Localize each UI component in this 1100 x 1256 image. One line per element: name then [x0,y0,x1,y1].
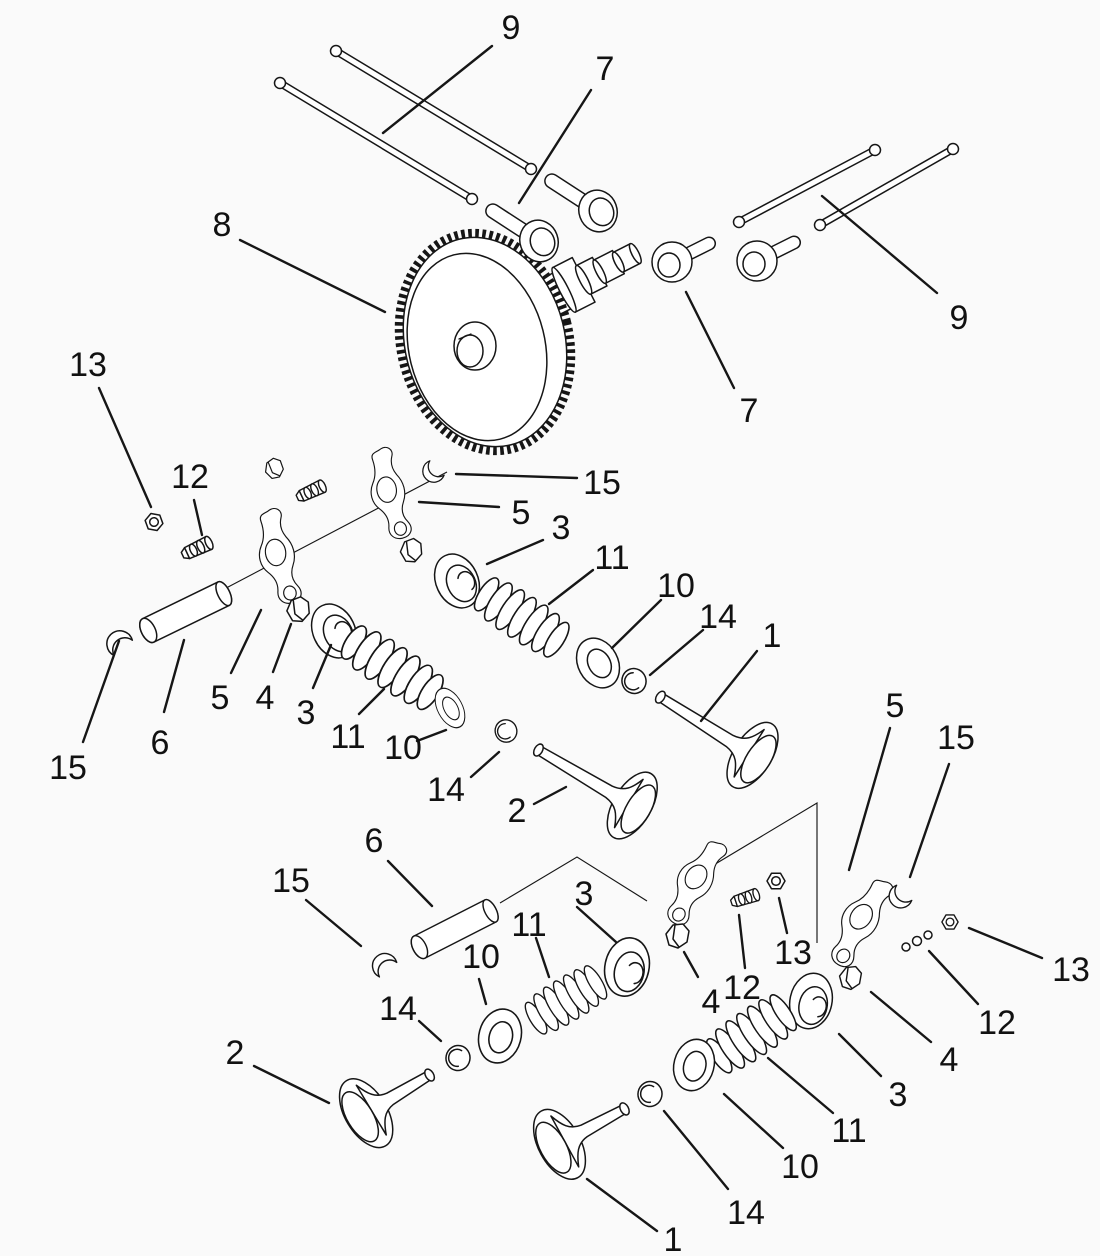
callout-leader-3 [311,643,333,690]
camshaft-gear [394,228,576,456]
callout-leader-15 [81,639,121,744]
callout-leader-3 [837,1032,883,1078]
callout-label-3: 3 [297,694,316,732]
callout-leader-4 [271,622,293,674]
callout-label-15: 15 [49,749,87,787]
callout-leader-12 [737,913,747,970]
callout-label-6: 6 [151,724,170,762]
callout-label-10: 10 [462,938,500,976]
callout-label-11: 11 [831,1112,866,1150]
callout-leader-6 [386,859,434,908]
camshaft [538,242,642,317]
callout-label-3: 3 [552,509,571,547]
callout-label-10: 10 [657,567,695,605]
callout-leader-14 [469,750,501,779]
callout-leader-5 [847,726,892,872]
callout-leader-10 [722,1092,785,1150]
push-rod [273,76,479,206]
callout-leader-4 [869,990,933,1044]
callout-leader-11 [766,1056,835,1115]
callout-leader-6 [162,638,186,714]
callout-leader-1 [699,649,759,723]
callout-leader-8 [238,238,387,314]
callout-label-12: 12 [978,1004,1016,1042]
callout-leader-13 [967,926,1044,960]
callout-label-9: 9 [502,9,521,47]
callout-label-13: 13 [1052,951,1090,989]
jam-nut [941,914,959,930]
callout-leader-15 [908,762,951,879]
callout-label-5: 5 [886,687,905,725]
callout-leader-2 [532,785,568,806]
callout-label-1: 1 [664,1221,683,1256]
callout-label-7: 7 [740,392,759,430]
callout-leader-4 [682,950,700,979]
callout-leader-7 [684,290,736,390]
callout-leader-11 [534,936,551,979]
callout-label-10: 10 [384,729,422,767]
callout-leader-5 [229,608,263,675]
callout-label-6: 6 [365,822,384,860]
callout-leader-10 [610,598,663,650]
callout-label-3: 3 [575,875,594,913]
callout-leader-13 [777,896,789,935]
callout-label-13: 13 [774,934,812,972]
callout-label-3: 3 [889,1076,908,1114]
push-rod [732,143,882,229]
callout-leader-15 [454,472,579,480]
callout-leader-15 [304,898,363,948]
callout-label-9: 9 [950,299,969,337]
callout-leader-7 [517,88,593,205]
callout-leader-5 [417,500,501,509]
pivot-balls [901,930,933,952]
callout-label-14: 14 [427,771,465,809]
push-rod [329,44,538,176]
callout-label-14: 14 [727,1194,765,1232]
callout-label-15: 15 [583,464,621,502]
callout-leader-3 [575,905,618,944]
callout-leader-12 [927,949,980,1006]
callout-label-11: 11 [594,539,629,577]
callout-label-10: 10 [781,1148,819,1186]
callout-label-1: 1 [763,617,782,655]
callout-leader-9 [820,194,939,295]
push-rods [273,44,960,232]
callout-label-5: 5 [512,494,531,532]
jam-nut [766,872,786,890]
callout-leader-10 [415,728,448,743]
callout-label-12: 12 [723,969,761,1007]
callout-label-4: 4 [256,679,275,717]
callout-label-15: 15 [272,862,310,900]
callout-label-8: 8 [213,206,232,244]
callout-label-11: 11 [330,718,365,756]
callout-leader-9 [381,44,494,135]
callout-leader-14 [417,1019,443,1043]
callout-label-12: 12 [171,458,209,496]
callout-leader-10 [477,977,488,1006]
callout-label-4: 4 [940,1041,959,1079]
callout-leader-11 [357,687,386,716]
callout-label-2: 2 [226,1034,245,1072]
callout-leader-12 [192,498,204,537]
callout-label-15: 15 [937,719,975,757]
callout-label-7: 7 [596,50,615,88]
callout-label-2: 2 [508,792,527,830]
callout-leader-3 [485,538,545,566]
callout-label-11: 11 [511,906,546,944]
callout-leader-14 [648,628,705,677]
callout-leader-14 [662,1109,730,1191]
callout-label-4: 4 [702,983,721,1021]
callout-label-5: 5 [211,679,230,717]
callout-leader-13 [97,386,153,509]
callout-leader-1 [585,1177,659,1233]
callout-label-14: 14 [699,598,737,636]
callout-label-14: 14 [379,990,417,1028]
callout-leader-11 [547,568,595,606]
callout-label-13: 13 [69,346,107,384]
callout-leader-2 [252,1064,331,1105]
